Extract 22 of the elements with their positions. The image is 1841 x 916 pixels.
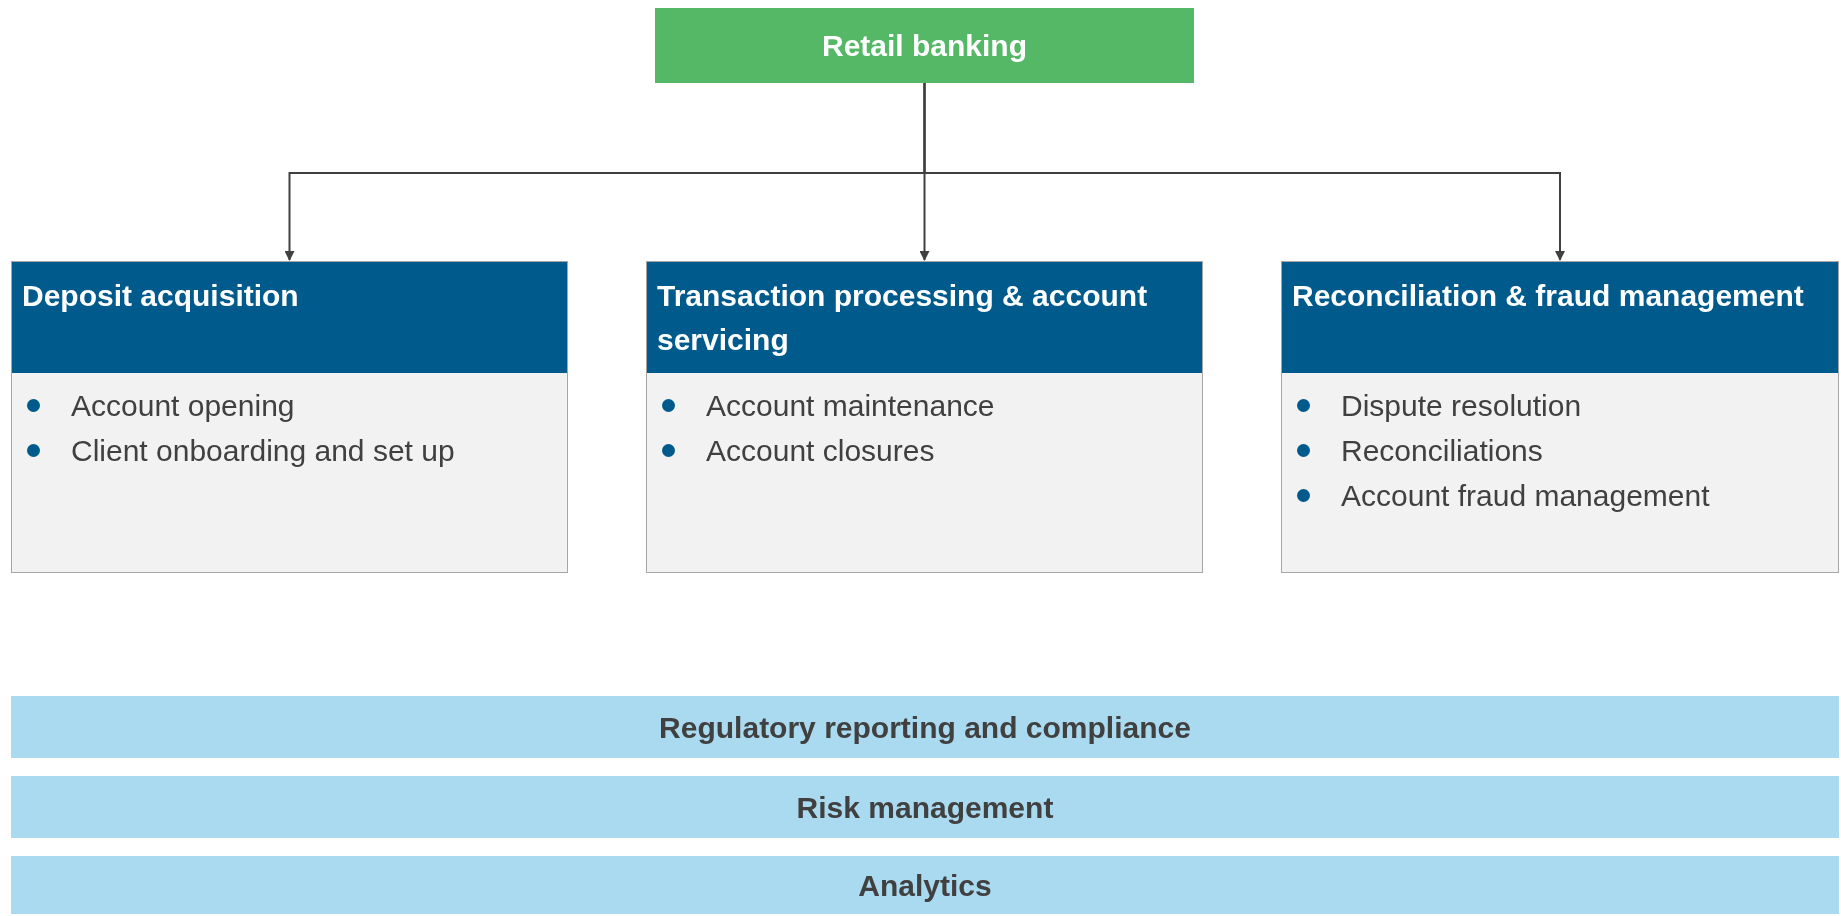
- category-card: [646, 261, 1203, 573]
- bullet-text: Dispute resolution: [1341, 388, 1582, 424]
- band-label: Risk management: [796, 789, 1054, 826]
- category-card: [11, 261, 568, 573]
- band-bar: [11, 776, 1839, 838]
- band-bar: [11, 696, 1839, 758]
- bullet-text: Account closures: [706, 433, 935, 469]
- bullet-text: Client onboarding and set up: [71, 433, 455, 469]
- card-title: Transaction processing & account servicing: [657, 278, 1149, 358]
- bullet-text: Account opening: [71, 388, 295, 424]
- band-label: Analytics: [858, 867, 992, 904]
- bullet-text: Reconciliations: [1341, 433, 1543, 469]
- box-title: Retail banking: [821, 28, 1027, 64]
- category-card: [1281, 261, 1839, 573]
- root-box: [655, 8, 1194, 83]
- bullet-text: Account maintenance: [706, 388, 995, 424]
- band-bar: [11, 856, 1839, 914]
- connector-arrow: [923, 82, 1565, 261]
- card-title: Reconciliation & fraud management: [1292, 278, 1805, 314]
- card-title: Deposit acquisition: [22, 278, 300, 314]
- band-label: Regulatory reporting and compliance: [659, 709, 1191, 746]
- bullet-text: Account fraud management: [1341, 478, 1710, 514]
